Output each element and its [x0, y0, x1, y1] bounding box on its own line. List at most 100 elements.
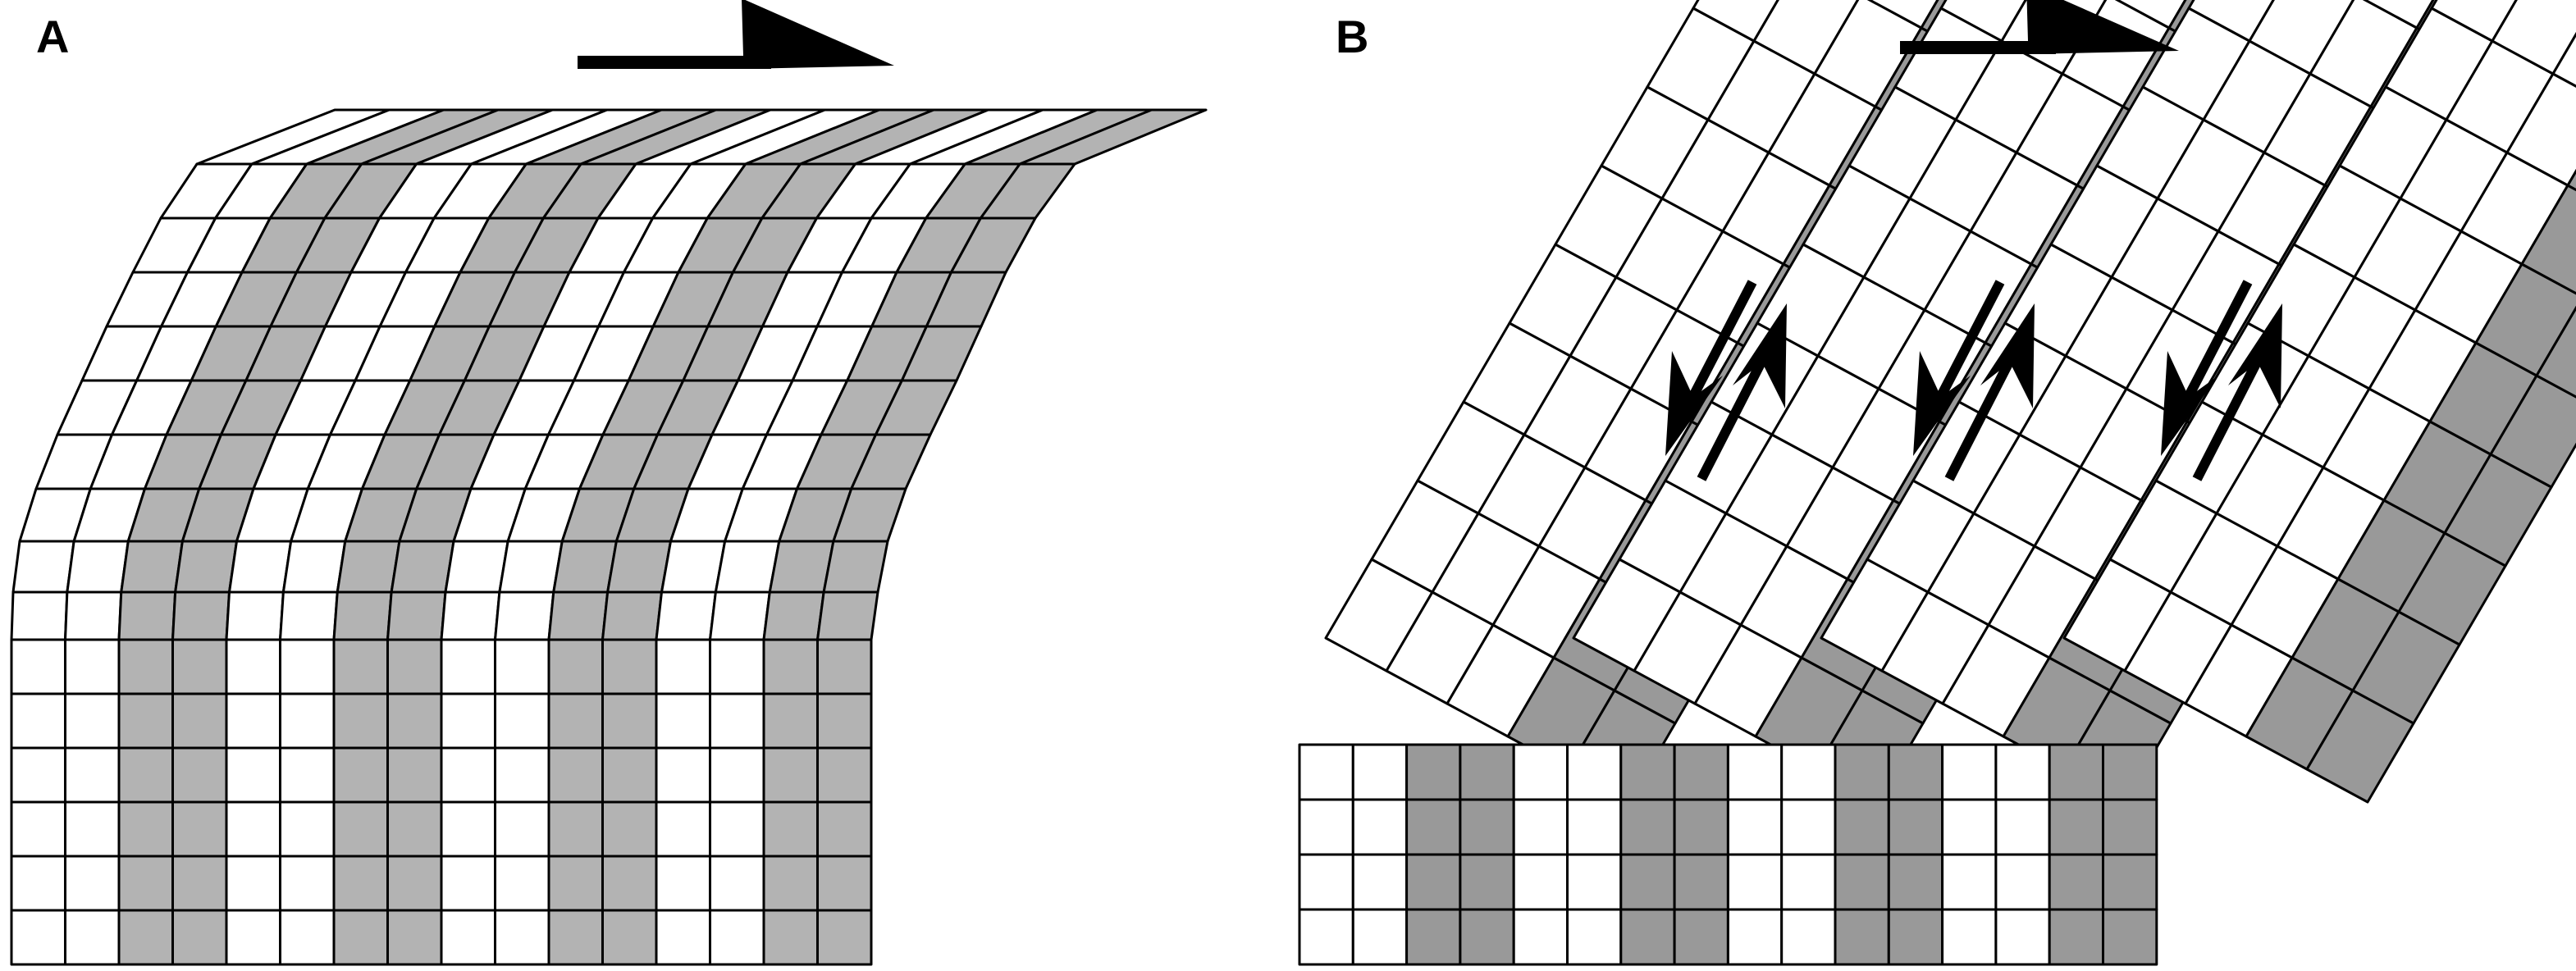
grid-cell: [332, 692, 389, 750]
base-cell: [1673, 743, 1729, 801]
block-cell: [2248, 0, 2355, 75]
grid-cell: [762, 746, 819, 804]
grid-cell: [709, 909, 765, 966]
grid-cell: [440, 746, 496, 804]
grid-cell: [816, 855, 873, 912]
panel-a-label: A: [36, 11, 69, 62]
base-cell: [1673, 853, 1729, 911]
grid-cell: [494, 590, 555, 641]
grid-cell: [171, 692, 228, 750]
grid-cell: [660, 540, 727, 594]
base-cell: [1994, 743, 2051, 801]
grid-cell: [64, 855, 121, 912]
grid-cell: [332, 800, 389, 858]
base-cell: [1459, 853, 1515, 911]
grid-cell: [225, 746, 281, 804]
grid-cell: [440, 800, 496, 858]
grid-cell: [64, 638, 121, 695]
grid-cell: [601, 800, 658, 858]
base-cell: [1512, 908, 1569, 966]
grid-cell: [11, 540, 75, 594]
grid-cell: [762, 909, 819, 966]
grid-cell: [601, 746, 658, 804]
grid-cell: [547, 746, 604, 804]
grid-cell: [279, 590, 339, 641]
grid-cell: [279, 855, 336, 912]
grid-cell: [440, 590, 501, 641]
block-cell: [2535, 305, 2576, 399]
grid-cell: [64, 746, 121, 804]
grid-cell: [655, 692, 711, 750]
grid-cell: [816, 909, 873, 966]
base-cell: [1994, 798, 2051, 856]
grid-cell: [64, 590, 123, 641]
block-cell: [1752, 0, 1860, 75]
grid-cell: [762, 590, 825, 641]
base-cell: [1619, 798, 1676, 856]
grid-cell: [816, 638, 873, 695]
grid-cell: [768, 540, 835, 594]
grid-cell: [494, 692, 550, 750]
base-cell: [1512, 853, 1569, 911]
grid-cell: [332, 855, 389, 912]
grid-cell: [552, 540, 618, 594]
block-cell: [2114, 0, 2187, 30]
base-cell: [1887, 743, 1944, 801]
base-cell: [1994, 853, 2051, 911]
base-cell: [1566, 798, 1623, 856]
grid-cell: [10, 800, 66, 858]
base-cell: [1887, 798, 1944, 856]
base-cell: [1351, 908, 1409, 966]
grid-cell: [547, 638, 604, 695]
grid-cell: [762, 692, 819, 750]
grid-cell: [709, 855, 765, 912]
grid-cell: [386, 909, 443, 966]
block-cell: [2566, 168, 2576, 192]
base-cell: [1834, 853, 1890, 911]
grid-cell: [279, 800, 336, 858]
base-cell: [1405, 853, 1462, 911]
grid-cell: [66, 540, 130, 594]
grid-cell: [64, 909, 121, 966]
base-cell: [1298, 743, 1354, 801]
grid-cell: [10, 909, 66, 966]
grid-cell: [332, 590, 393, 641]
grid-cell: [117, 909, 174, 966]
grid-cell: [390, 540, 455, 594]
block-cell: [2505, 72, 2576, 187]
grid-cell: [10, 855, 66, 912]
block-cell: [1939, 0, 2027, 43]
base-cell: [1351, 798, 1409, 856]
base-cell: [1673, 908, 1729, 966]
grid-cell: [762, 800, 819, 858]
base-cell: [1459, 908, 1515, 966]
grid-cell: [822, 540, 889, 594]
grid-cell: [171, 800, 228, 858]
grid-cell: [171, 638, 228, 695]
base-cell: [1941, 908, 1998, 966]
grid-cell: [606, 540, 672, 594]
base-cell: [1726, 743, 1784, 801]
grid-cell: [171, 746, 228, 804]
grid-cell: [547, 590, 610, 641]
grid-cell: [332, 909, 389, 966]
panel-b-label: B: [1336, 11, 1368, 62]
base-cell: [1566, 853, 1623, 911]
grid-cell: [655, 746, 711, 804]
block-cell: [2520, 184, 2576, 295]
grid-cell: [10, 692, 66, 750]
block-cell: [2430, 0, 2518, 43]
grid-cell: [386, 800, 443, 858]
block-cell: [2489, 374, 2576, 489]
grid-cell: [601, 855, 658, 912]
grid-cell: [709, 746, 765, 804]
base-cell: [1459, 798, 1515, 856]
block-cell: [2362, 0, 2435, 30]
slip-arrow-icon: [2161, 280, 2282, 481]
base-cell: [2102, 743, 2158, 801]
panel-b-tilted-blocks: [1298, 0, 2576, 966]
grid-cell: [225, 909, 281, 966]
base-cell: [1405, 798, 1462, 856]
base-cell: [1780, 853, 1837, 911]
